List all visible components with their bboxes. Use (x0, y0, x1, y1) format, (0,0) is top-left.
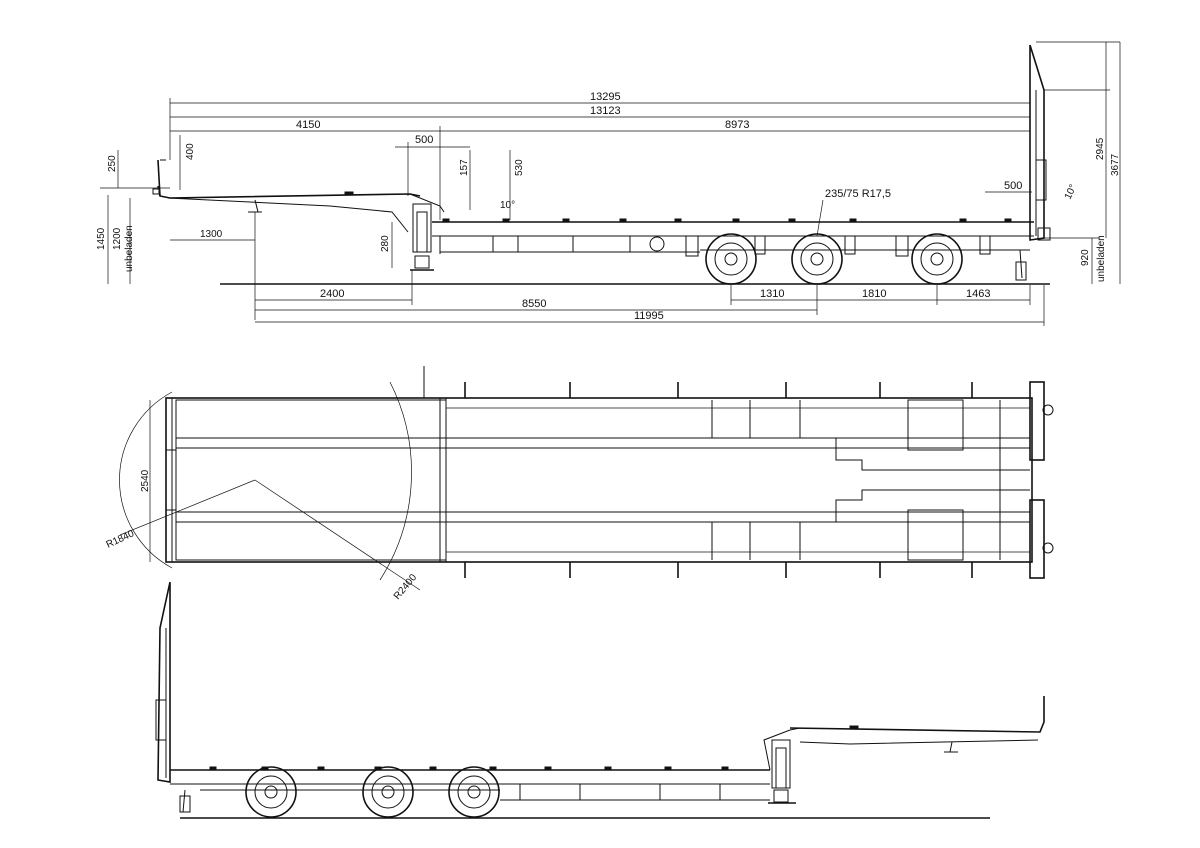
outrigger-stakes (423, 366, 973, 578)
wheel-axle-1 (705, 233, 757, 285)
angle-front: 10° (500, 200, 515, 211)
dim-4150: 4150 (296, 119, 320, 131)
dim-3677: 3677 (1110, 153, 1121, 176)
dim-11995: 11995 (634, 310, 664, 322)
label-unbeladen-right: unbeladen (1096, 235, 1107, 282)
dim-8550: 8550 (522, 298, 546, 310)
dim-1310: 1310 (760, 288, 784, 300)
wheel-axle-3 (911, 233, 963, 285)
wheel-axle-2 (791, 233, 843, 285)
dim-157: 157 (459, 159, 470, 176)
neck (409, 193, 445, 271)
dim-1300: 1300 (200, 229, 223, 240)
dim-8973: 8973 (725, 119, 749, 131)
dim-13123: 13123 (590, 105, 621, 117)
angle-rear: 10° (1063, 183, 1079, 201)
top-rear-ramps (1029, 381, 1054, 579)
dim-1450: 1450 (96, 227, 107, 250)
bottom-wheel-3 (448, 766, 500, 818)
dim-2400: 2400 (320, 288, 344, 300)
main-frame (432, 218, 1034, 257)
tyre-size: 235/75 R17,5 (825, 188, 891, 200)
dim-400: 400 (185, 143, 196, 160)
dim-250: 250 (107, 155, 118, 172)
dim-2540: 2540 (140, 469, 151, 492)
dim-1200: 1200 (112, 227, 123, 250)
dim-1810: 1810 (862, 288, 886, 300)
side-wheels (705, 233, 963, 285)
dim-530: 530 (514, 159, 525, 176)
bottom-wheel-1 (245, 766, 297, 818)
dim-500-neck: 500 (415, 134, 433, 146)
gooseneck (152, 159, 421, 233)
dim-r1840: R1840 (105, 528, 137, 551)
side-view: 13295 13123 4150 8973 500 157 530 10° 40… (96, 41, 1121, 326)
dim-13295: 13295 (590, 91, 621, 103)
top-view: 2540 R1840 R2400 (105, 366, 1054, 602)
wheel-wells (711, 399, 1030, 561)
bottom-wheel-2 (362, 766, 414, 818)
dim-280: 280 (380, 235, 391, 252)
bottom-wheels (245, 766, 500, 818)
dim-500-rear: 500 (1004, 180, 1022, 192)
dim-920: 920 (1080, 249, 1091, 266)
side-view-mirrored (155, 581, 1045, 819)
rear-ramp (1015, 44, 1051, 281)
dim-2945: 2945 (1095, 137, 1106, 160)
label-unbeladen-left: unbeladen (124, 225, 135, 272)
dim-1463: 1463 (966, 288, 990, 300)
